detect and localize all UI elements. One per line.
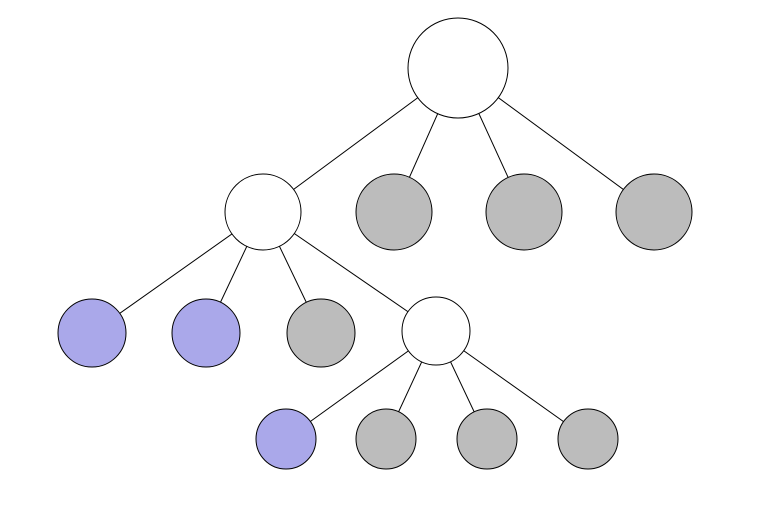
tree-node-a4a bbox=[255, 408, 317, 470]
tree-node-a4d bbox=[557, 408, 619, 470]
edges-layer bbox=[91, 67, 655, 440]
tree-node-c bbox=[485, 173, 563, 251]
nodes-layer bbox=[57, 17, 693, 470]
tree-node-root bbox=[407, 17, 509, 119]
tree-node-a4c bbox=[456, 408, 518, 470]
tree-node-a3 bbox=[286, 298, 356, 368]
tree-node-a bbox=[224, 173, 302, 251]
tree-node-b bbox=[355, 173, 433, 251]
tree-node-a2 bbox=[171, 298, 241, 368]
tree-node-a4b bbox=[355, 408, 417, 470]
tree-node-a1 bbox=[57, 298, 127, 368]
tree-node-a4 bbox=[401, 296, 471, 366]
tree-node-d bbox=[615, 173, 693, 251]
